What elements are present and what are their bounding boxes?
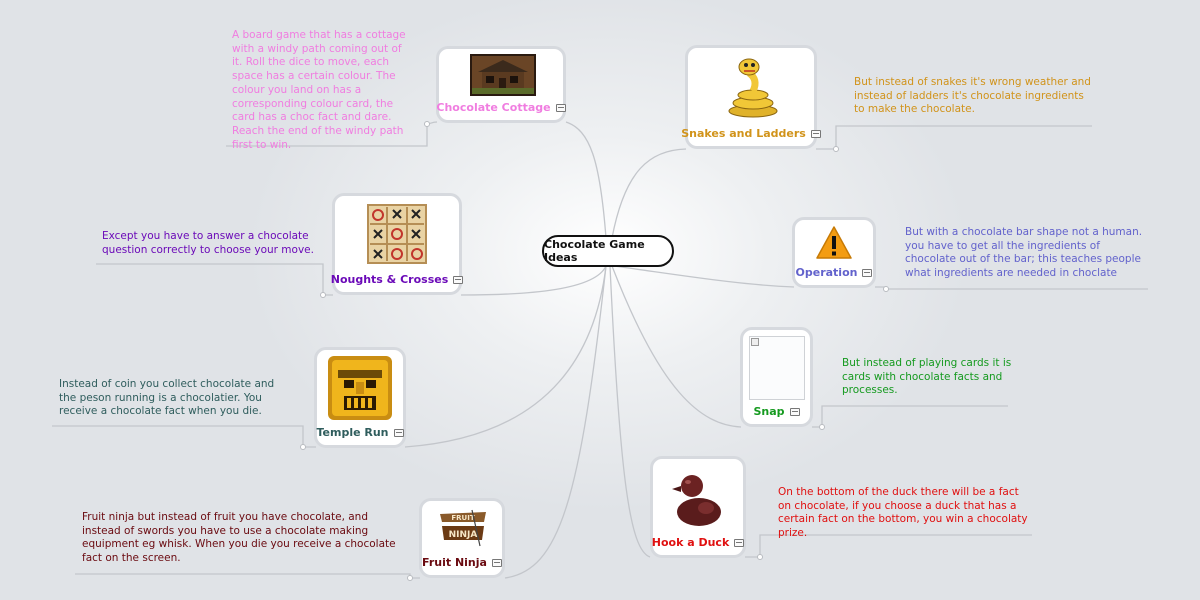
note-text: But with a chocolate bar shape not a hum… xyxy=(905,226,1143,280)
fruit-ninja-image: FRUIT NINJA xyxy=(432,508,494,548)
temple-run-image xyxy=(328,356,392,420)
noughts-crosses-image xyxy=(367,204,427,264)
note-text: Fruit ninja but instead of fruit you hav… xyxy=(82,511,396,565)
note-icon[interactable] xyxy=(555,103,566,112)
note-icon[interactable] xyxy=(491,558,502,567)
central-topic-label: Chocolate Game Ideas xyxy=(544,238,645,264)
node-label: Operation xyxy=(795,266,858,279)
node-noughts-crosses[interactable]: Noughts & Crosses xyxy=(330,193,464,295)
note-icon[interactable] xyxy=(734,538,745,547)
note-icon[interactable] xyxy=(862,268,873,277)
note-text: Except you have to answer a chocolate qu… xyxy=(102,230,314,256)
node-label: Snakes and Ladders xyxy=(681,127,806,140)
node-label: Noughts & Crosses xyxy=(330,273,449,286)
node-hook-a-duck[interactable]: Hook a Duck xyxy=(650,456,746,558)
node-label: Chocolate Cottage xyxy=(436,101,551,114)
note-text: But instead of snakes it's wrong weather… xyxy=(854,76,1091,116)
note-icon[interactable] xyxy=(393,428,404,437)
node-fruit-ninja[interactable]: FRUIT NINJA Fruit Ninja xyxy=(419,498,505,578)
svg-text:NINJA: NINJA xyxy=(449,530,478,540)
warning-image xyxy=(816,226,852,259)
chocolate-duck-image xyxy=(666,464,730,530)
note-icon[interactable] xyxy=(453,275,464,284)
cottage-image xyxy=(470,54,536,96)
broken-image xyxy=(749,336,805,400)
node-label: Snap xyxy=(753,405,785,418)
note-icon[interactable] xyxy=(810,129,821,138)
node-label: Hook a Duck xyxy=(651,536,730,549)
central-topic[interactable]: Chocolate Game Ideas xyxy=(542,235,674,267)
note-text: Instead of coin you collect chocolate an… xyxy=(59,378,275,418)
note-icon[interactable] xyxy=(789,407,800,416)
node-operation[interactable]: Operation xyxy=(792,217,876,288)
node-temple-run[interactable]: Temple Run xyxy=(314,347,406,448)
note-text: On the bottom of the duck there will be … xyxy=(778,486,1028,540)
svg-text:FRUIT: FRUIT xyxy=(451,514,474,522)
node-label: Fruit Ninja xyxy=(422,556,487,569)
node-snakes-and-ladders[interactable]: Snakes and Ladders xyxy=(681,45,821,149)
snake-image xyxy=(725,53,781,119)
note-text: A board game that has a cottage with a w… xyxy=(232,29,406,151)
node-chocolate-cottage[interactable]: Chocolate Cottage xyxy=(436,46,566,123)
node-label: Temple Run xyxy=(316,426,389,439)
node-snap[interactable]: Snap xyxy=(740,327,813,427)
note-text: But instead of playing cards it is cards… xyxy=(842,357,1012,397)
